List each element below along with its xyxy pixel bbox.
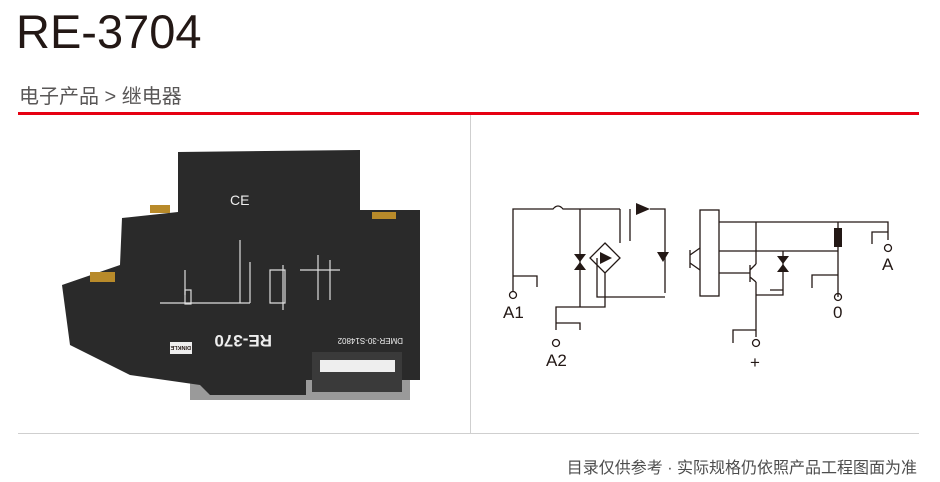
disclaimer-note: 目录仅供参考 · 实际规格仍依照产品工程图面为准 — [566, 460, 917, 477]
terminal-a-label: A — [882, 255, 894, 274]
terminal-a1-label: A1 — [503, 303, 524, 322]
ce-mark: CE — [230, 192, 249, 208]
terminal-0-label: 0 — [833, 303, 842, 322]
relay-module-image: CE RE-370 DMER-30-S14802 DINKLE — [62, 150, 420, 400]
part-number-lettering: DMER-30-S14802 — [337, 336, 403, 345]
model-lettering: RE-370 — [214, 331, 272, 350]
header-divider — [18, 112, 919, 115]
brand-label — [170, 342, 192, 354]
breadcrumb[interactable]: 电子产品 > 继电器 — [19, 86, 182, 108]
circuit-schematic: A1 A2 + 0 A — [503, 203, 894, 372]
page-title: RE-3704 — [16, 5, 202, 58]
column-divider — [470, 115, 471, 433]
footer-divider — [18, 433, 919, 434]
terminal-plus-label: + — [750, 353, 760, 372]
brand-lettering: DINKLE — [170, 344, 191, 350]
terminal-a2-label: A2 — [546, 351, 567, 370]
